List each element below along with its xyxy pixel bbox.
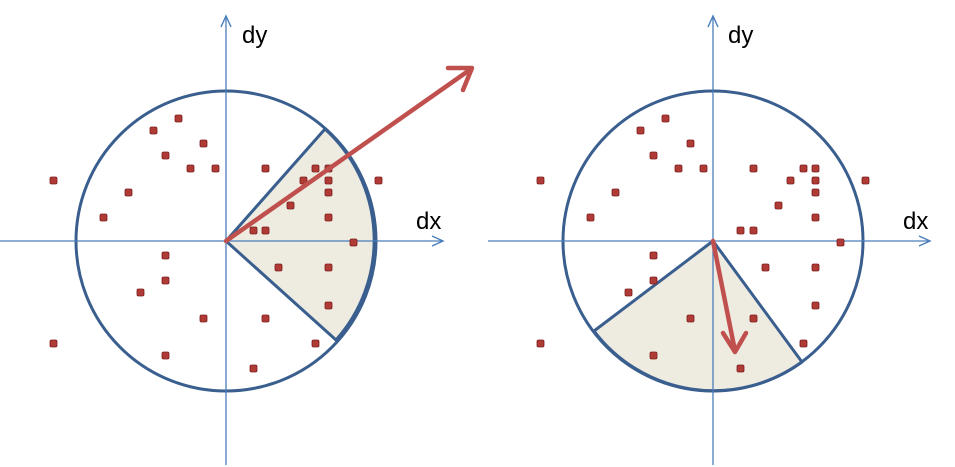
sample-point — [774, 201, 783, 210]
sample-point — [161, 151, 170, 160]
left-x-axis-label: dx — [416, 208, 441, 235]
sample-point — [49, 176, 58, 185]
sample-point — [649, 251, 658, 260]
sample-point — [261, 314, 270, 323]
sample-point — [161, 351, 170, 360]
sample-point — [324, 301, 333, 310]
sample-point — [249, 364, 258, 373]
sample-point — [811, 263, 820, 272]
sample-point — [686, 314, 695, 323]
sample-point — [199, 139, 208, 148]
sample-point — [374, 176, 383, 185]
left-direction-vector — [223, 65, 475, 244]
sample-point — [161, 251, 170, 260]
sample-point — [861, 176, 870, 185]
sample-point — [811, 213, 820, 222]
sample-point — [611, 188, 620, 197]
sample-point — [811, 301, 820, 310]
right-sample-points — [536, 114, 870, 373]
right-shaded-sector — [592, 239, 804, 393]
sample-point — [261, 164, 270, 173]
sample-point — [249, 226, 258, 235]
sample-point — [661, 114, 670, 123]
sample-point — [149, 126, 158, 135]
sample-point — [636, 126, 645, 135]
sample-point — [836, 238, 845, 247]
sample-point — [699, 164, 708, 173]
sample-point — [536, 176, 545, 185]
sample-point — [811, 176, 820, 185]
sample-point — [799, 339, 808, 348]
right-panel: dy dx — [488, 14, 932, 465]
sample-point — [799, 164, 808, 173]
sample-point — [174, 114, 183, 123]
sample-point — [124, 188, 133, 197]
sample-point — [311, 164, 320, 173]
sample-point — [286, 201, 295, 210]
sample-point — [761, 263, 770, 272]
sample-point — [161, 276, 170, 285]
sample-point — [136, 288, 145, 297]
sample-point — [686, 139, 695, 148]
sample-point — [736, 364, 745, 373]
sample-point — [649, 276, 658, 285]
sample-point — [811, 164, 820, 173]
left-sample-points — [49, 114, 383, 373]
sample-point — [674, 164, 683, 173]
sample-point — [649, 351, 658, 360]
right-y-axis-label: dy — [728, 22, 753, 49]
sample-point — [349, 238, 358, 247]
sample-point — [811, 188, 820, 197]
sample-point — [586, 213, 595, 222]
left-y-axis-label: dy — [242, 22, 267, 49]
sample-point — [311, 339, 320, 348]
right-direction-vector — [710, 238, 749, 355]
sample-point — [261, 226, 270, 235]
sample-point — [736, 226, 745, 235]
sample-point — [211, 164, 220, 173]
sample-point — [786, 176, 795, 185]
sample-point — [186, 164, 195, 173]
right-x-axis-label: dx — [903, 208, 928, 235]
sample-point — [749, 226, 758, 235]
sample-point — [274, 263, 283, 272]
sample-point — [49, 339, 58, 348]
sample-point — [749, 314, 758, 323]
sample-point — [649, 151, 658, 160]
sample-point — [749, 164, 758, 173]
sample-point — [324, 188, 333, 197]
sample-point — [199, 314, 208, 323]
sample-point — [324, 176, 333, 185]
left-panel: dy dx — [0, 14, 475, 465]
sample-point — [324, 213, 333, 222]
sample-point — [324, 263, 333, 272]
sample-point — [536, 339, 545, 348]
sample-point — [624, 288, 633, 297]
sample-point — [99, 213, 108, 222]
